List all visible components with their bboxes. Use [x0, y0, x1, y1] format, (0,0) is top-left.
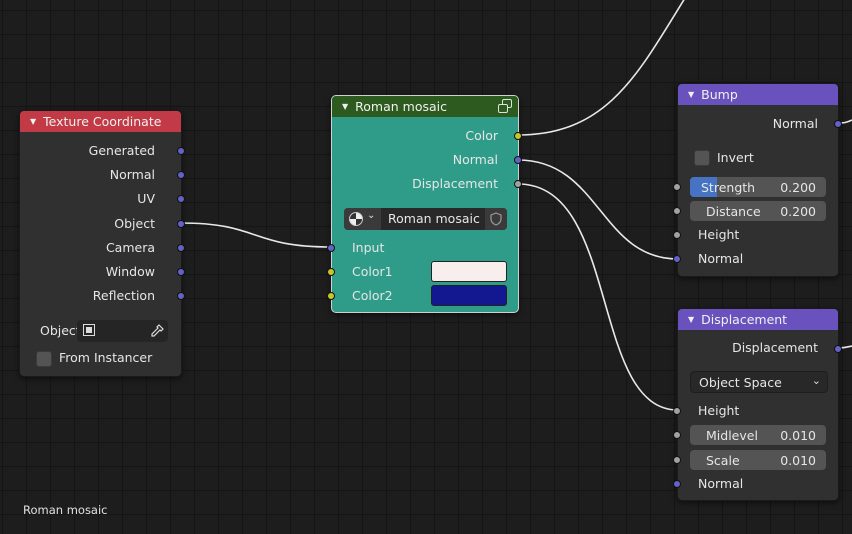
node-title: Bump: [701, 87, 738, 102]
socket-normal-out[interactable]: [514, 156, 522, 164]
strength-slider[interactable]: Strength 0.200: [690, 177, 826, 197]
output-normal: Normal: [452, 152, 498, 167]
distance-label: Distance: [706, 203, 761, 219]
height-label: Height: [698, 403, 740, 418]
node-title: Texture Coordinate: [43, 114, 162, 129]
chevron-down-icon: ⌄: [367, 210, 376, 221]
object-label: Object: [40, 323, 81, 338]
texture-coordinate-node[interactable]: ▼ Texture Coordinate Generated Normal UV…: [19, 110, 185, 377]
midlevel-label: Midlevel: [706, 427, 758, 443]
collapse-triangle-icon[interactable]: ▼: [688, 315, 695, 324]
invert-checkbox[interactable]: [694, 150, 710, 166]
color2-swatch[interactable]: [431, 285, 507, 306]
roman-mosaic-header[interactable]: ▼ Roman mosaic: [332, 96, 518, 117]
node-title: Roman mosaic: [355, 99, 448, 114]
socket-strength[interactable]: [673, 183, 681, 191]
node-title: Displacement: [701, 312, 788, 327]
link-object-to-input: [180, 222, 332, 248]
collapse-triangle-icon[interactable]: ▼: [30, 117, 37, 126]
node-group-selector[interactable]: ⌄ Roman mosaic: [344, 208, 507, 230]
bump-header[interactable]: ▼ Bump: [678, 84, 838, 105]
scale-field[interactable]: Scale 0.010: [690, 450, 826, 470]
displacement-header[interactable]: ▼ Displacement: [678, 309, 838, 330]
from-instancer-checkbox[interactable]: [36, 351, 52, 367]
socket-height[interactable]: [673, 407, 681, 415]
socket-normal-out[interactable]: [834, 120, 842, 128]
roman-mosaic-group-node[interactable]: ▼ Roman mosaic Color Normal Displacement…: [327, 95, 522, 313]
midlevel-value: 0.010: [780, 427, 816, 443]
socket-camera[interactable]: [177, 244, 185, 252]
scale-label: Scale: [706, 452, 740, 468]
socket-normal-in[interactable]: [673, 480, 681, 488]
displacement-node[interactable]: ▼ Displacement Displacement Object Space…: [673, 308, 842, 501]
output-reflection: Reflection: [92, 288, 155, 303]
socket-color-out[interactable]: [514, 132, 522, 140]
output-window: Window: [105, 264, 155, 279]
socket-uv[interactable]: [177, 195, 185, 203]
space-option: Object Space: [699, 374, 782, 390]
from-instancer-label: From Instancer: [59, 350, 153, 365]
output-displacement: Displacement: [732, 340, 818, 355]
socket-normal[interactable]: [177, 171, 185, 179]
link-color-to-output: [517, 0, 685, 136]
strength-label: Strength: [701, 179, 756, 195]
editor-caption: Roman mosaic: [23, 503, 108, 517]
socket-input[interactable]: [327, 244, 335, 252]
input-label: Input: [352, 240, 385, 255]
socket-window[interactable]: [177, 268, 185, 276]
object-picker-field[interactable]: [77, 320, 168, 342]
distance-value: 0.200: [780, 203, 816, 219]
normal-label: Normal: [698, 251, 744, 266]
socket-displacement-out[interactable]: [834, 345, 842, 353]
fake-user-shield-icon[interactable]: [485, 208, 507, 230]
node-group-name: Roman mosaic: [388, 211, 480, 226]
link-normal-to-bump-normal: [517, 159, 679, 260]
output-object: Object: [114, 216, 155, 231]
output-normal: Normal: [772, 116, 818, 131]
strength-value: 0.200: [780, 179, 816, 195]
output-uv: UV: [137, 191, 155, 206]
output-displacement: Displacement: [412, 176, 498, 191]
color1-swatch[interactable]: [431, 261, 507, 282]
output-color: Color: [465, 128, 498, 143]
socket-displacement-out[interactable]: [514, 180, 522, 188]
collapse-triangle-icon[interactable]: ▼: [342, 102, 349, 111]
output-camera: Camera: [105, 240, 155, 255]
invert-label: Invert: [717, 150, 754, 165]
node-tree-browse-icon[interactable]: ⌄: [344, 208, 381, 230]
socket-object[interactable]: [177, 220, 185, 228]
bump-node[interactable]: ▼ Bump Normal Invert Strength 0.200 Dist…: [673, 83, 842, 277]
collapse-triangle-icon[interactable]: ▼: [688, 90, 695, 99]
output-normal: Normal: [109, 167, 155, 182]
eyedropper-icon[interactable]: [150, 324, 164, 338]
output-generated: Generated: [88, 143, 155, 158]
node-group-icon[interactable]: [498, 99, 512, 113]
socket-reflection[interactable]: [177, 292, 185, 300]
socket-normal-in[interactable]: [673, 255, 681, 263]
link-displacement-to-height: [517, 183, 679, 411]
socket-scale[interactable]: [673, 456, 681, 464]
space-dropdown[interactable]: Object Space ⌄: [690, 371, 828, 393]
socket-color2[interactable]: [327, 292, 335, 300]
color1-label: Color1: [352, 264, 393, 279]
socket-height[interactable]: [673, 231, 681, 239]
normal-label: Normal: [698, 476, 744, 491]
object-square-icon: [83, 324, 95, 336]
texture-coordinate-header[interactable]: ▼ Texture Coordinate: [20, 111, 181, 132]
strength-fill: [690, 177, 718, 197]
midlevel-field[interactable]: Midlevel 0.010: [690, 425, 826, 445]
socket-generated[interactable]: [177, 147, 185, 155]
chevron-down-icon: ⌄: [811, 374, 821, 387]
socket-distance[interactable]: [673, 207, 681, 215]
color2-label: Color2: [352, 288, 393, 303]
socket-color1[interactable]: [327, 268, 335, 276]
distance-field[interactable]: Distance 0.200: [690, 201, 826, 221]
height-label: Height: [698, 227, 740, 242]
socket-midlevel[interactable]: [673, 431, 681, 439]
scale-value: 0.010: [780, 452, 816, 468]
